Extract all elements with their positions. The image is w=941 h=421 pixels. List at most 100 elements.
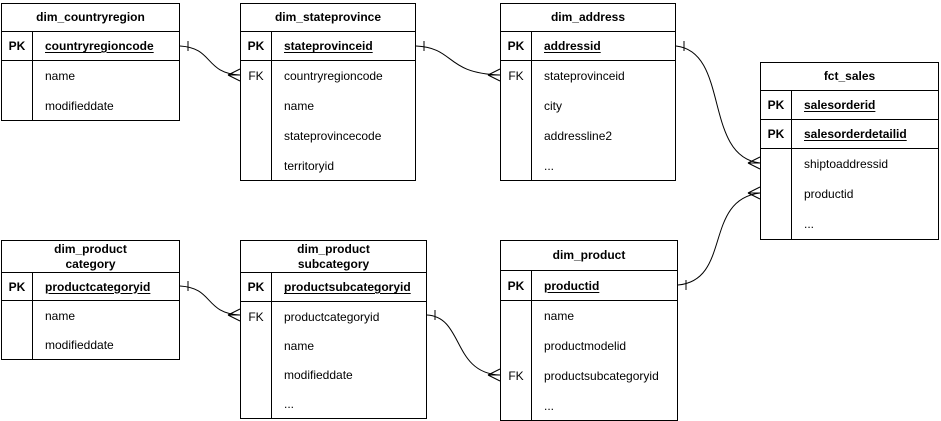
relationship-line bbox=[179, 285, 241, 316]
column-name: addressline2 bbox=[544, 129, 613, 143]
table-dim-stateprovince[interactable]: dim_stateprovince PK stateprovinceid FK … bbox=[240, 3, 416, 181]
row-territoryid[interactable]: territoryid bbox=[241, 151, 415, 180]
row-stateprovinceid[interactable]: FK stateprovinceid bbox=[501, 61, 675, 91]
row-productcategoryid[interactable]: PK productcategoryid bbox=[2, 273, 179, 301]
row-productmodelid[interactable]: productmodelid bbox=[501, 331, 677, 361]
column-name: shiptoaddressid bbox=[804, 157, 889, 171]
table-dim-address[interactable]: dim_address PK addressid FK stateprovinc… bbox=[500, 3, 676, 181]
crow-foot-many-marker bbox=[487, 368, 501, 382]
table-title: dim_product category bbox=[2, 241, 179, 273]
column-name: modifieddate bbox=[45, 98, 114, 113]
pk-badge: PK bbox=[761, 91, 792, 119]
row-name[interactable]: name bbox=[2, 61, 179, 91]
pk-badge: PK bbox=[501, 271, 532, 300]
row-productcategoryid[interactable]: FK productcategoryid bbox=[241, 302, 426, 331]
key-badge bbox=[501, 391, 532, 420]
row-productsubcategoryid[interactable]: PK productsubcategoryid bbox=[241, 273, 426, 302]
key-badge bbox=[501, 151, 532, 180]
relationship-line bbox=[415, 45, 501, 76]
table-title: dim_product bbox=[501, 241, 677, 271]
column-name: productsubcategoryid bbox=[284, 280, 411, 294]
column-name: productcategoryid bbox=[45, 279, 151, 294]
table-title-text: subcategory bbox=[297, 256, 370, 271]
row-productid[interactable]: PK productid bbox=[501, 271, 677, 301]
column-name: salesorderdetailid bbox=[804, 127, 907, 141]
row-salesorderdetailid[interactable]: PK salesorderdetailid bbox=[761, 120, 938, 149]
row-stateprovinceid[interactable]: PK stateprovinceid bbox=[241, 32, 415, 61]
row-modifieddate[interactable]: modifieddate bbox=[241, 360, 426, 389]
table-title: dim_product subcategory bbox=[241, 241, 426, 273]
key-badge bbox=[2, 61, 33, 91]
table-dim-product-subcategory[interactable]: dim_product subcategory PK productsubcat… bbox=[240, 240, 427, 419]
table-title: dim_address bbox=[501, 4, 675, 32]
row-addressid[interactable]: PK addressid bbox=[501, 32, 675, 61]
table-title-text: dim_countryregion bbox=[36, 10, 145, 24]
row-countryregioncode[interactable]: FK countryregioncode bbox=[241, 61, 415, 91]
relationship-subcategory-product[interactable] bbox=[426, 310, 501, 382]
row-countryregioncode[interactable]: PK countryregioncode bbox=[2, 32, 179, 61]
table-dim-product-category[interactable]: dim_product category PK productcategoryi… bbox=[1, 240, 180, 360]
pk-badge: PK bbox=[761, 120, 792, 148]
row-name[interactable]: name bbox=[2, 301, 179, 330]
row-ellipsis[interactable]: ... bbox=[501, 151, 675, 180]
column-name: ... bbox=[544, 158, 555, 173]
column-name: name bbox=[544, 309, 575, 323]
relationship-line bbox=[179, 45, 241, 76]
crow-foot-many-marker bbox=[487, 68, 501, 82]
relationship-stateprovince-address[interactable] bbox=[415, 41, 501, 82]
row-name[interactable]: name bbox=[241, 331, 426, 360]
table-fct-sales[interactable]: fct_sales PK salesorderid PK salesorderd… bbox=[760, 62, 939, 240]
column-name: stateprovinceid bbox=[284, 39, 373, 53]
table-dim-product[interactable]: dim_product PK productid name productmod… bbox=[500, 240, 678, 421]
key-badge bbox=[761, 179, 792, 209]
row-name[interactable]: name bbox=[241, 91, 415, 121]
pk-badge: PK bbox=[501, 32, 532, 60]
column-name: modifieddate bbox=[45, 337, 114, 352]
key-badge bbox=[241, 121, 272, 151]
row-modifieddate[interactable]: modifieddate bbox=[2, 91, 179, 120]
row-ellipsis[interactable]: ... bbox=[501, 391, 677, 420]
row-ellipsis[interactable]: ... bbox=[761, 209, 938, 239]
row-name[interactable]: name bbox=[501, 301, 677, 331]
row-addressline2[interactable]: addressline2 bbox=[501, 121, 675, 151]
relationship-category-subcategory[interactable] bbox=[179, 281, 241, 322]
row-modifieddate[interactable]: modifieddate bbox=[2, 330, 179, 359]
table-title-text: fct_sales bbox=[823, 69, 876, 83]
row-city[interactable]: city bbox=[501, 91, 675, 121]
column-name: ... bbox=[284, 396, 295, 411]
pk-badge: PK bbox=[241, 273, 272, 301]
key-badge bbox=[2, 91, 33, 120]
key-badge bbox=[241, 389, 272, 418]
column-name: productsubcategoryid bbox=[544, 369, 659, 383]
column-name: name bbox=[45, 69, 76, 83]
column-name: modifieddate bbox=[284, 367, 353, 382]
table-dim-countryregion[interactable]: dim_countryregion PK countryregioncode n… bbox=[1, 3, 180, 121]
key-badge bbox=[241, 151, 272, 180]
column-name: ... bbox=[544, 398, 555, 413]
row-salesorderid[interactable]: PK salesorderid bbox=[761, 91, 938, 120]
table-title-text: dim_address bbox=[550, 10, 626, 24]
relationship-product-fctsales[interactable] bbox=[677, 186, 761, 290]
relationship-address-fctsales[interactable] bbox=[675, 41, 761, 170]
table-title-text: dim_product bbox=[297, 241, 370, 256]
key-badge bbox=[501, 121, 532, 151]
row-shiptoaddressid[interactable]: shiptoaddressid bbox=[761, 149, 938, 179]
table-title: fct_sales bbox=[761, 63, 938, 91]
row-stateprovincecode[interactable]: stateprovincecode bbox=[241, 121, 415, 151]
column-name: name bbox=[284, 99, 315, 113]
relationship-line bbox=[675, 45, 761, 164]
column-name: productmodelid bbox=[544, 339, 627, 353]
column-name: territoryid bbox=[284, 158, 335, 173]
pk-badge: PK bbox=[241, 32, 272, 60]
pk-badge: PK bbox=[2, 32, 33, 60]
row-productid[interactable]: productid bbox=[761, 179, 938, 209]
table-title-text: dim_product bbox=[54, 241, 127, 256]
table-title-text: dim_product bbox=[552, 248, 626, 262]
column-name: productid bbox=[804, 187, 854, 201]
relationship-countryregion-stateprovince[interactable] bbox=[179, 41, 241, 82]
key-badge bbox=[241, 91, 272, 121]
key-badge bbox=[241, 331, 272, 360]
row-ellipsis[interactable]: ... bbox=[241, 389, 426, 418]
row-productsubcategoryid[interactable]: FK productsubcategoryid bbox=[501, 361, 677, 391]
